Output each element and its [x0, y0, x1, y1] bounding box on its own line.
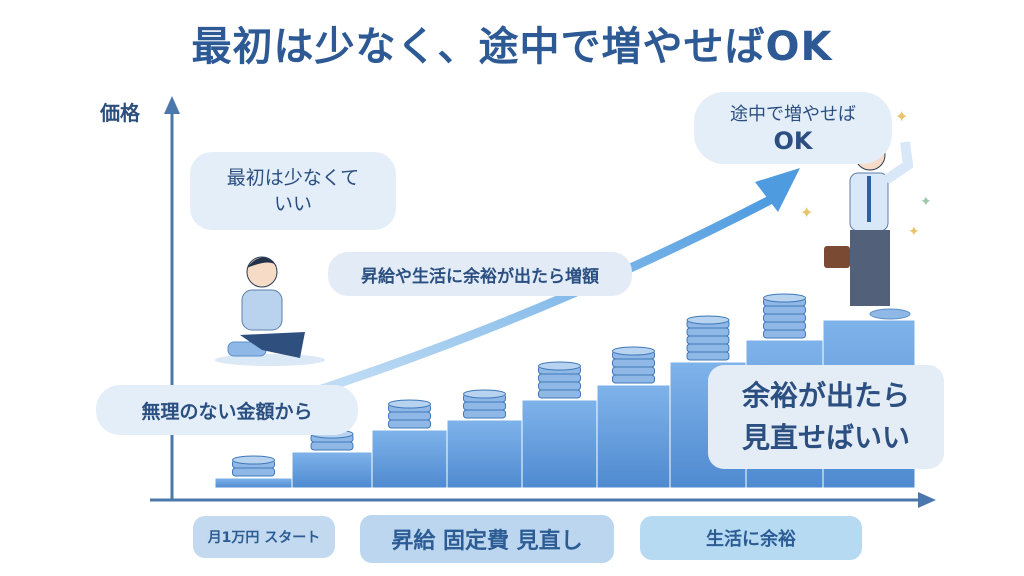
y-axis — [164, 96, 180, 500]
coin — [763, 329, 806, 339]
coin — [763, 305, 806, 315]
coin — [612, 366, 655, 376]
note-small-amount: 無理のない金額から — [96, 385, 358, 435]
step-5 — [521, 399, 598, 489]
coin — [388, 411, 431, 421]
speech-bubble-start: 最初は少なくて いい — [190, 152, 396, 230]
tag-raise-review: 昇給 固定費 見直し — [360, 515, 614, 563]
note-increase: 昇給や生活に余裕が出たら増額 — [328, 252, 632, 296]
standing-person — [824, 139, 914, 320]
step-2 — [291, 451, 373, 489]
step-6 — [596, 384, 671, 489]
coin — [686, 351, 730, 361]
coin-top — [538, 361, 581, 371]
svg-text:✦: ✦ — [920, 194, 932, 210]
svg-text:✦: ✦ — [895, 107, 908, 126]
coin — [538, 373, 581, 383]
step-4 — [446, 419, 523, 489]
step-1 — [214, 477, 293, 489]
step-3 — [371, 429, 448, 489]
tag-start: 月1万円 スタート — [193, 516, 335, 558]
coin — [686, 343, 730, 353]
sitting-person — [215, 256, 325, 366]
coin — [232, 467, 275, 477]
coin — [686, 335, 730, 345]
y-axis-label: 価格 — [100, 101, 140, 125]
coin — [310, 441, 354, 451]
coin — [463, 401, 506, 411]
page-title: 最初は少なく、途中で増やせばOK — [191, 24, 833, 70]
growth-arrow-head — [755, 168, 800, 212]
note-review: 余裕が出たら 見直せばいい — [708, 365, 944, 469]
coin-top — [463, 389, 506, 399]
coin — [763, 313, 806, 323]
coin — [538, 389, 581, 399]
coin — [686, 327, 730, 337]
x-axis — [150, 492, 936, 508]
coin-top — [686, 315, 730, 325]
coin — [763, 321, 806, 331]
coin-top — [232, 455, 275, 465]
sparkle-icons: ✦✦ ✦✦ — [800, 107, 932, 240]
coin-top — [612, 346, 655, 356]
coin — [388, 419, 431, 429]
tag-living-margin-label: 生活に余裕 — [640, 516, 862, 560]
svg-text:✦: ✦ — [800, 203, 813, 222]
coin — [463, 409, 506, 419]
svg-text:✦: ✦ — [908, 224, 920, 240]
coin — [612, 374, 655, 384]
coin-top — [388, 399, 431, 409]
coin — [612, 358, 655, 368]
coin-top — [763, 293, 806, 303]
speech-bubble-success: 途中で増やせば OK — [694, 92, 892, 164]
coin — [538, 381, 581, 391]
